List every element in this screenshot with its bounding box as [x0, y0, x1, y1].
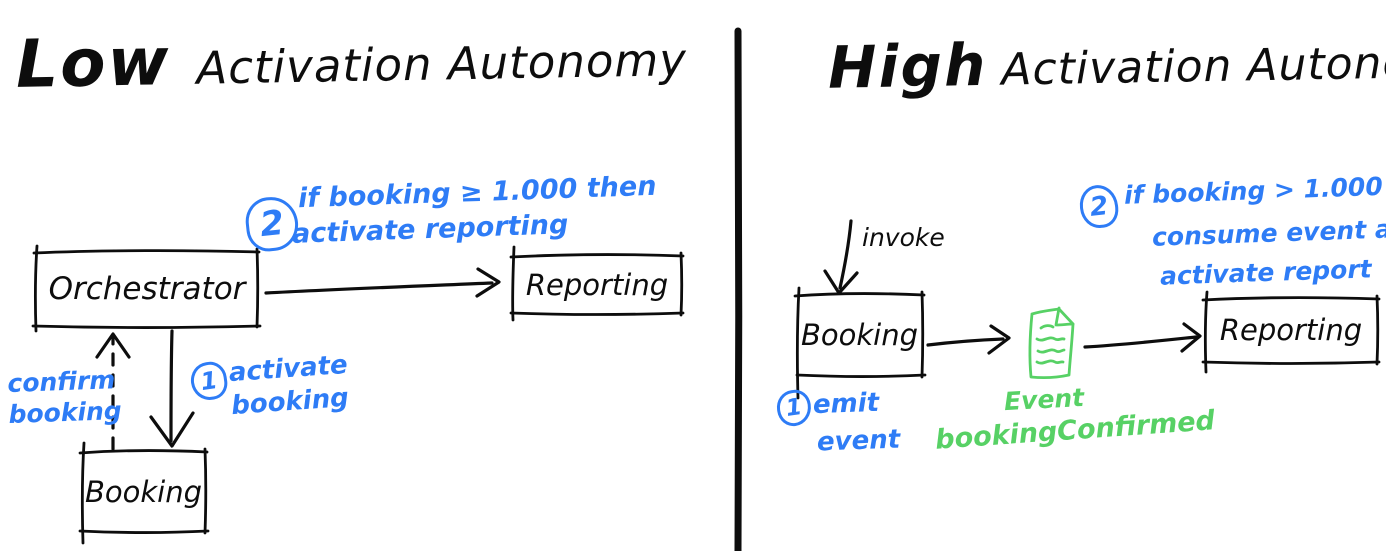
activate-booking-label: activate booking — [228, 349, 351, 422]
right-booking-box — [793, 286, 927, 400]
right-step1-number: 1 — [784, 394, 804, 422]
left-step1-number: 1 — [198, 365, 220, 397]
confirm-booking-line1: confirm — [6, 365, 116, 398]
orchestrator-box-label: Orchestrator — [48, 270, 246, 307]
invoke-label: invoke — [862, 223, 945, 252]
confirm-booking-line2: booking — [8, 396, 123, 430]
right-reporting-box-label: Reporting — [1219, 313, 1363, 347]
event-document-icon — [1028, 306, 1075, 379]
emit-event-line2: event — [816, 424, 901, 458]
left-booking-box — [78, 441, 210, 545]
event-caption-line1: Event — [1003, 382, 1085, 417]
arrow-booking-to-event — [926, 324, 1011, 355]
arrow-orchestrator-to-reporting — [264, 267, 501, 298]
left-panel-title: Low Activation Autonomy — [15, 12, 687, 106]
arrow-activate-booking — [149, 329, 195, 448]
orchestrator-box — [31, 244, 262, 333]
confirm-booking-label: confirm booking — [7, 364, 122, 430]
emit-event-line1: emit — [812, 387, 880, 421]
right-booking-box-label: Booking — [800, 317, 919, 352]
right-panel-title: High Activation Autonomy — [827, 20, 1386, 104]
panel-divider-line — [734, 27, 743, 551]
left-reporting-box-label: Reporting — [525, 267, 669, 302]
right-reporting-box — [1201, 290, 1381, 374]
arrow-invoke — [823, 219, 859, 295]
left-title-rest: Activation Autonomy — [196, 33, 688, 95]
arrow-event-to-reporting — [1083, 322, 1202, 353]
left-reporting-box — [509, 245, 685, 322]
left-booking-box-label: Booking — [84, 474, 203, 509]
right-step2-number: 2 — [1088, 190, 1110, 223]
right-title-rest: Activation Autonomy — [1000, 36, 1386, 96]
left-title-emphasis: Low — [15, 23, 172, 103]
left-step2-number: 2 — [258, 202, 286, 246]
arrow-confirm-booking-dashed — [95, 332, 131, 451]
right-title-emphasis: High — [827, 30, 988, 102]
